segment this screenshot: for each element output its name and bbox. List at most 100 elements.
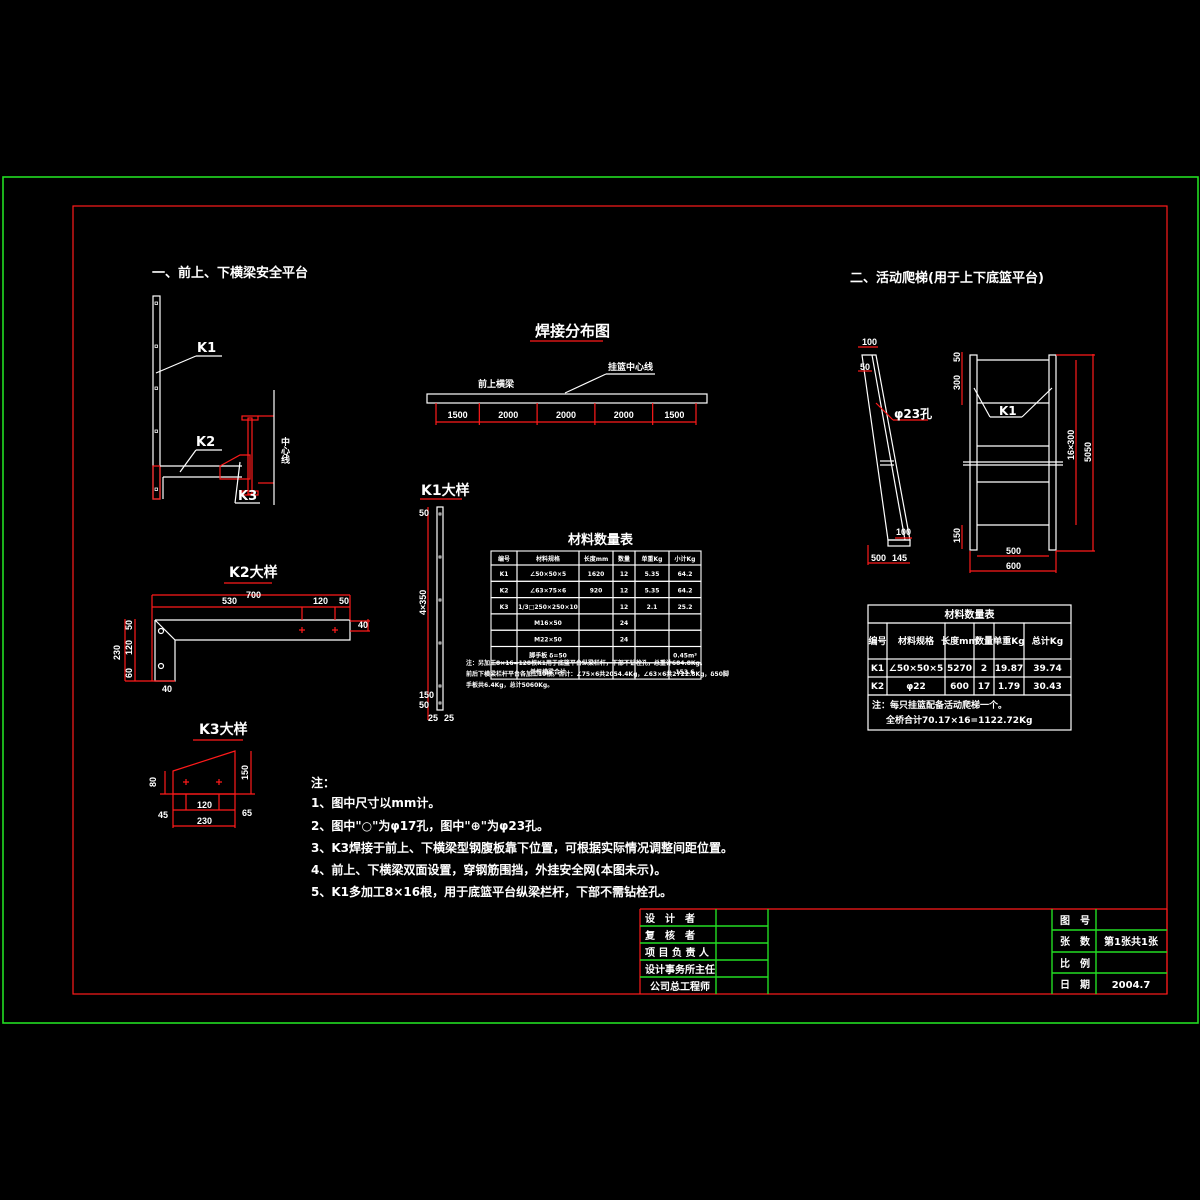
side-dim-b2: 145 xyxy=(892,553,907,563)
k2-dim-c: 50 xyxy=(339,596,349,606)
table-header-cell: 总计Kg xyxy=(1032,635,1063,647)
table-cell: 24 xyxy=(620,620,628,627)
k1-angle-bar xyxy=(436,506,444,711)
table-header-cell: 数量 xyxy=(618,555,630,563)
table-cell: 64.2 xyxy=(678,587,693,594)
front-dim-top: 50 xyxy=(952,352,962,362)
side-dim-top: 100 xyxy=(862,337,877,347)
table-cell: 39.74 xyxy=(1033,664,1061,674)
table-cell: 单根横梁合计 xyxy=(530,668,566,676)
k1-dim-bottom: 50 xyxy=(419,700,429,710)
notes-heading: 注： xyxy=(311,775,335,790)
table-header-cell: 编号 xyxy=(498,555,510,563)
table-cell: 12 xyxy=(620,604,628,611)
front-dim-inner: 500 xyxy=(1006,546,1021,556)
table-cell: 25.2 xyxy=(678,604,693,611)
front-dim-first: 300 xyxy=(952,375,962,390)
table-header-cell: 编号 xyxy=(868,635,886,647)
side-dim-offset: 50 xyxy=(860,362,870,372)
note-2: 2、图中"○"为φ17孔，图中"⊕"为φ23孔。 xyxy=(311,818,549,833)
tb-value-date: 2004.7 xyxy=(1112,980,1151,991)
table-header-cell: 数量 xyxy=(975,635,993,647)
table-cell: 5.35 xyxy=(645,571,660,578)
table-cell: 153.6 xyxy=(676,669,695,676)
k2-dim-h3: 60 xyxy=(124,668,134,678)
tb-role-designer: 设 计 者 xyxy=(645,912,695,925)
table-cell: K2 xyxy=(500,587,509,594)
tb-value-sheets: 第1张共1张 xyxy=(1104,935,1159,948)
k1-dim-w2: 25 xyxy=(444,713,454,723)
table-cell: φ22 xyxy=(906,682,926,692)
tb-role-director: 设计事务所主任 xyxy=(645,963,715,976)
weld-title: 焊接分布图 xyxy=(535,322,610,340)
k3-dim-left: 80 xyxy=(148,777,158,787)
table-cell: 脚手板 δ=50 xyxy=(529,652,567,660)
table-cell: M22×50 xyxy=(534,636,562,643)
k2-detail-title: K2大样 xyxy=(229,564,278,581)
k1-dim-span: 4×350 xyxy=(418,590,428,615)
tb-role-pm: 项 目 负 责 人 xyxy=(645,946,710,959)
label-k2: K2 xyxy=(196,435,215,450)
k3-dim-hole: 120 xyxy=(197,800,212,810)
tb-label-scale: 比 例 xyxy=(1060,957,1090,970)
k3-detail-title: K3大样 xyxy=(199,721,248,738)
k2-dim-total: 700 xyxy=(246,590,261,600)
tb-role-chief-engineer: 公司总工程师 xyxy=(650,980,710,993)
side-hole-label: φ23孔 xyxy=(894,407,932,421)
inner-frame xyxy=(72,205,1168,995)
side-dim-foot: 100 xyxy=(896,527,911,537)
table-header-cell: 单重Kg xyxy=(642,555,663,563)
k3-dim-base: 230 xyxy=(197,816,212,826)
table-cell: M16×50 xyxy=(534,620,562,627)
table-cell: 2 xyxy=(981,664,987,674)
k2-dim-right: 40 xyxy=(358,620,368,630)
table-header-cell: 材料规格 xyxy=(897,635,935,647)
note-3: 3、K3焊接于前上、下横梁型钢腹板靠下位置，可根据实际情况调整间距位置。 xyxy=(311,840,733,855)
front-dim-total: 5050 xyxy=(1083,442,1093,462)
tb-label-date: 日 期 xyxy=(1060,978,1090,991)
k1-dim-top: 50 xyxy=(419,508,429,518)
weld-segment-label: 1500 xyxy=(448,410,468,420)
table-header-cell: 材料规格 xyxy=(535,555,561,563)
k2-bracket xyxy=(124,594,370,682)
table-cell: 2.1 xyxy=(647,604,658,611)
k3-dim-right: 150 xyxy=(240,765,250,780)
table1-title: 材料数量表 xyxy=(568,532,634,548)
label-k3: K3 xyxy=(238,489,257,504)
outer-frame xyxy=(2,176,1199,1024)
title-block xyxy=(639,908,1168,994)
weld-center-label: 挂篮中心线 xyxy=(608,361,653,373)
table1-note-1: 注：另加工8×16=128根K1用于底篮平台纵梁栏杆，下部不钻栓孔，总重计684… xyxy=(466,659,706,667)
table-cell: K2 xyxy=(871,682,884,692)
front-dim-rungs: 16×300 xyxy=(1066,430,1076,460)
weld-beam-label: 前上横梁 xyxy=(478,378,515,390)
section2-title: 二、活动爬梯(用于上下底篮平台) xyxy=(850,270,1044,286)
table-note: 全桥合计70.17×16=1122.72Kg xyxy=(885,714,1032,726)
table-cell: 19.87 xyxy=(995,664,1023,674)
k2-dim-leg: 40 xyxy=(162,684,172,694)
table1-note-3: 手板共6.4Kg，总计5060Kg。 xyxy=(466,681,553,689)
table1-note-2: 前后下横梁栏杆平台各加工10根。合计：∠75×6共2054.4Kg，∠63×6共… xyxy=(466,670,729,678)
front-upper-beam xyxy=(426,393,708,404)
table-header-cell: 小计Kg xyxy=(674,555,696,563)
front-dim-bottom: 150 xyxy=(952,528,962,543)
weld-segment-label: 2000 xyxy=(614,410,634,420)
table2-title: 材料数量表 xyxy=(945,608,996,621)
table-header-cell: 单重Kg xyxy=(993,635,1024,647)
table-cell: K3 xyxy=(500,604,509,611)
k1-dim-lower: 150 xyxy=(419,690,434,700)
table-cell: K1 xyxy=(871,664,884,674)
table-cell: 5270 xyxy=(947,664,972,674)
table-cell: 30.43 xyxy=(1033,682,1061,692)
table-cell: 12 xyxy=(620,587,628,594)
label-centerline: 中心线 xyxy=(279,436,290,465)
table-header-cell: 长度mm xyxy=(584,555,609,563)
table-cell: 1620 xyxy=(588,571,605,578)
tb-label-drawing-no: 图 号 xyxy=(1060,915,1090,927)
table-header-cell: 长度mm xyxy=(941,635,978,647)
table-cell: ∠63×75×6 xyxy=(530,587,566,594)
